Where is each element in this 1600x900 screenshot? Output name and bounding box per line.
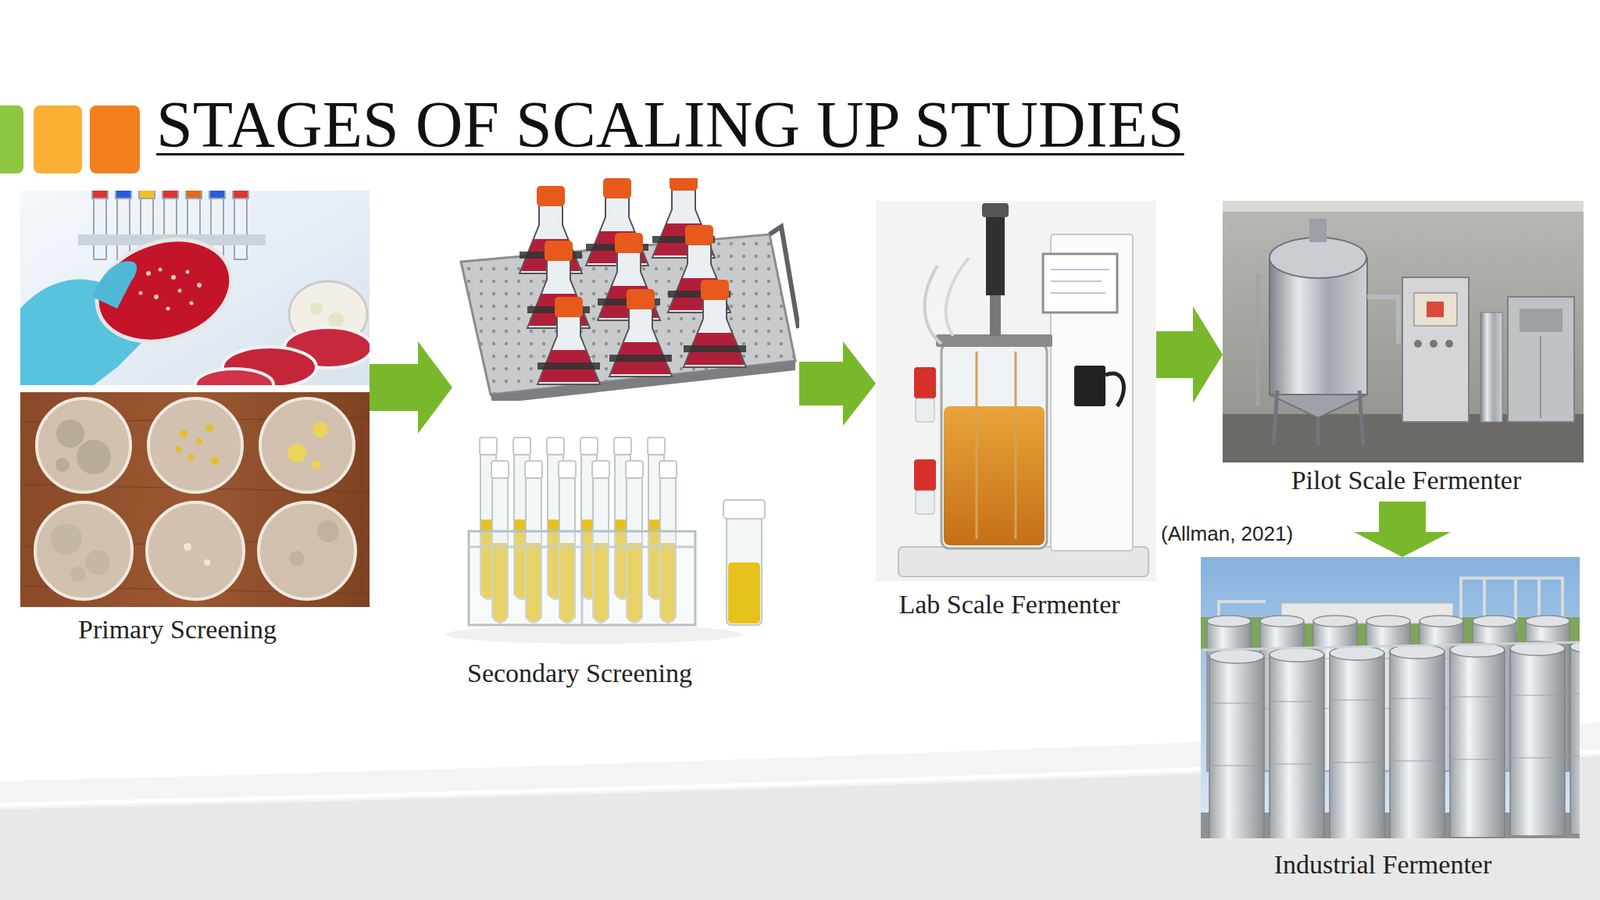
block-arrow <box>1156 306 1223 404</box>
stage-node: Primary Screening <box>20 190 370 660</box>
stage-caption: Primary Screening <box>78 614 277 647</box>
slide-title: STAGES OF SCALING UP STUDIES <box>156 87 1185 164</box>
stage-node: Pilot Scale Fermenter <box>1222 200 1584 502</box>
block-arrow <box>799 341 876 426</box>
block-arrow <box>1353 501 1451 558</box>
stage-node: Secondary Screening <box>452 178 800 694</box>
stage-caption: Pilot Scale Fermenter <box>1291 464 1522 497</box>
stage-caption: Industrial Fermenter <box>1274 849 1493 882</box>
stage-node: Industrial Fermenter <box>1200 557 1580 893</box>
stage-caption: Secondary Screening <box>467 657 693 690</box>
stage-caption: Lab Scale Fermenter <box>898 589 1120 622</box>
citation-label: (Allman, 2021) <box>1160 521 1293 547</box>
block-arrow <box>369 341 453 434</box>
stage-node: Lab Scale Fermenter <box>875 200 1157 625</box>
